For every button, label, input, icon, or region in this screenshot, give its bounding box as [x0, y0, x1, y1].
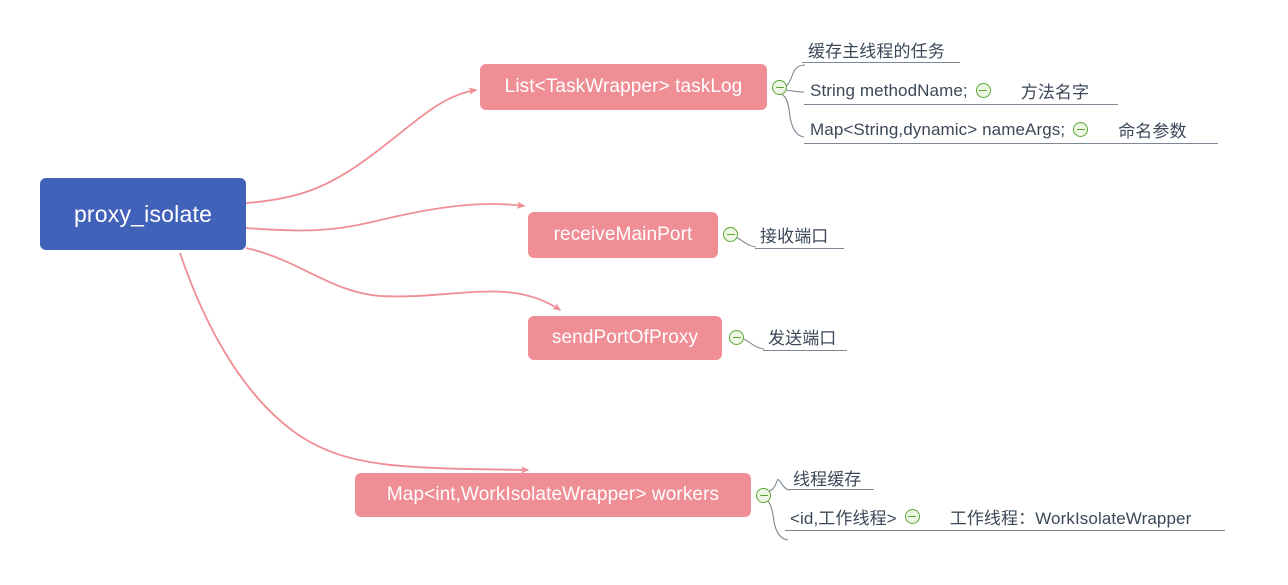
- leaf-tasklog-0[interactable]: 缓存主线程的任务: [808, 37, 945, 62]
- leaf-note: 方法名字: [1020, 83, 1090, 102]
- connector-root-to-receivemainport: [245, 201, 526, 232]
- collapse-minus-icon[interactable]: [1073, 122, 1089, 137]
- leaf-sendportofproxy-0[interactable]: 发送端口: [768, 324, 836, 349]
- leaf-label: 发送端口: [768, 329, 837, 348]
- collapse-minus-icon[interactable]: [723, 227, 738, 242]
- leaf-label: 接收端口: [760, 227, 829, 246]
- branch-node-sendportofproxy[interactable]: sendPortOfProxy: [528, 316, 722, 360]
- branch-node-tasklog[interactable]: List<TaskWrapper> taskLog: [480, 64, 767, 110]
- leaf-underline: [804, 104, 1118, 105]
- subconnector-tasklog-3: [780, 93, 805, 138]
- leaf-underline: [763, 350, 847, 351]
- leaf-tasklog-2[interactable]: Map<String,dynamic> nameArgs; 命名参数: [810, 117, 1187, 142]
- branch-node-label: receiveMainPort: [553, 224, 693, 245]
- leaf-underline: [788, 489, 874, 490]
- root-node-proxy-isolate[interactable]: proxy_isolate: [40, 178, 246, 250]
- subconnector-workers-2: [764, 498, 789, 541]
- root-node-label: proxy_isolate: [73, 200, 213, 227]
- leaf-workers-1[interactable]: <id,工作线程> 工作线程：WorkIsolateWrapper: [790, 504, 1191, 529]
- branch-node-label: sendPortOfProxy: [551, 327, 699, 348]
- leaf-label: <id,工作线程>: [790, 509, 897, 528]
- branch-node-receivemainport[interactable]: receiveMainPort: [528, 212, 718, 258]
- collapse-minus-icon[interactable]: [772, 80, 787, 95]
- collapse-minus-icon[interactable]: [756, 488, 771, 503]
- leaf-label: 线程缓存: [793, 470, 862, 489]
- connector-root-to-sendportofproxy: [245, 247, 562, 311]
- leaf-underline: [785, 530, 1225, 531]
- leaf-label: String methodName;: [810, 80, 968, 100]
- connector-root-to-workers: [179, 252, 530, 474]
- leaf-receivemainport-0[interactable]: 接收端口: [760, 222, 828, 247]
- connector-root-to-tasklog: [245, 87, 478, 204]
- leaf-label: Map<String,dynamic> nameArgs;: [810, 119, 1066, 139]
- branch-node-workers[interactable]: Map<int,WorkIsolateWrapper> workers: [355, 473, 751, 517]
- branch-node-label: List<TaskWrapper> taskLog: [504, 76, 743, 97]
- collapse-minus-icon[interactable]: [904, 509, 920, 524]
- leaf-note: 工作线程：WorkIsolateWrapper: [949, 509, 1192, 528]
- leaf-label: 缓存主线程的任务: [808, 42, 945, 61]
- branch-node-label: Map<int,WorkIsolateWrapper> workers: [386, 484, 720, 505]
- leaf-underline: [802, 62, 960, 63]
- leaf-underline: [755, 248, 844, 249]
- collapse-minus-icon[interactable]: [975, 83, 991, 98]
- leaf-note: 命名参数: [1118, 122, 1187, 141]
- leaf-tasklog-1[interactable]: String methodName; 方法名字: [810, 78, 1089, 103]
- leaf-workers-0[interactable]: 线程缓存: [793, 465, 861, 490]
- leaf-underline: [804, 143, 1218, 144]
- collapse-minus-icon[interactable]: [729, 330, 744, 345]
